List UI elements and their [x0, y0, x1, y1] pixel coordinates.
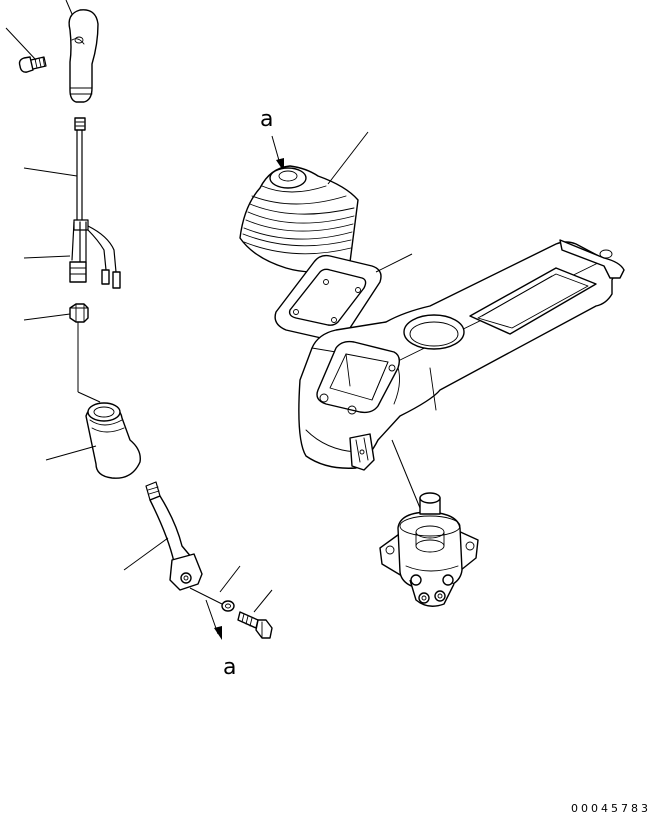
knob-screw: [18, 56, 47, 73]
wire-harness: [69, 117, 121, 289]
pilot-valve: [379, 492, 479, 607]
leader-bellows: [327, 131, 369, 185]
boot-frame: [274, 254, 382, 342]
washer: [221, 600, 235, 612]
leader-lines-left: [5, 0, 273, 613]
hex-nut: [69, 303, 89, 323]
shift-lever: [145, 481, 203, 591]
leader-console-valve: [391, 439, 421, 509]
leader-frame: [375, 253, 413, 273]
bolt: [237, 611, 273, 639]
console-housing: [298, 239, 625, 471]
lever-boot-lower: [85, 402, 141, 479]
reference-arrow-top: [271, 135, 284, 172]
shift-knob: [68, 9, 99, 103]
bellows-boot: [239, 165, 359, 273]
reference-label-bottom: a: [223, 655, 236, 680]
drawing-number: 00045783: [571, 802, 651, 815]
reference-arrow-bottom: [205, 599, 222, 640]
reference-label-top: a: [260, 107, 273, 132]
